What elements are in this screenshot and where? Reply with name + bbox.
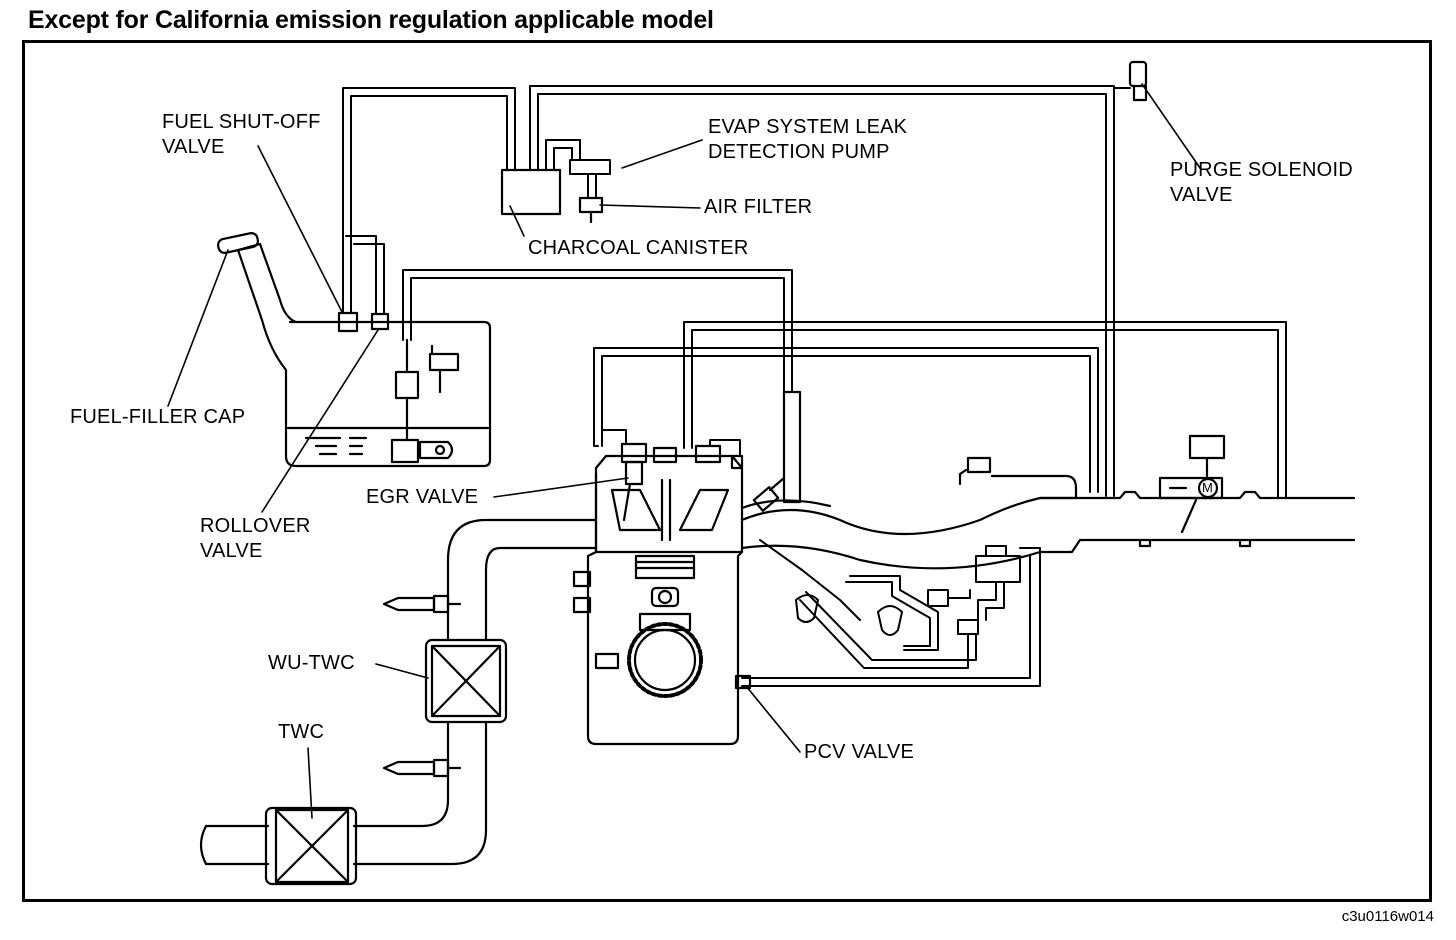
label-pcv-valve: PCV VALVE (804, 741, 914, 763)
fuel-pump-unit (390, 338, 460, 464)
egr-solenoid-line (752, 390, 802, 512)
leader-lines (167, 83, 1201, 819)
oxygen-sensors (382, 594, 462, 778)
intake-duct (740, 456, 1356, 570)
vacuum-solenoids (741, 539, 1041, 687)
figure-code: c3u0116w014 (1341, 908, 1434, 925)
exhaust-system (199, 518, 598, 866)
engine-top-hoses (593, 321, 1287, 499)
label-fuel-shutoff-valve-line1: FUEL SHUT-OFF (162, 111, 321, 133)
label-air-filter: AIR FILTER (704, 196, 813, 218)
label-twc: TWC (278, 721, 325, 743)
throttle-motor (1158, 434, 1226, 534)
evap-leak-detection-pump (545, 139, 611, 199)
fuel-filler-cap (216, 232, 260, 254)
motor-symbol-label: M (1202, 480, 1214, 495)
label-purge-solenoid-valve-line1: PURGE SOLENOID (1170, 159, 1353, 181)
purge-solenoid-valve (1128, 60, 1148, 102)
label-charcoal-canister: CHARCOAL CANISTER (528, 237, 749, 259)
air-filter (578, 196, 604, 224)
label-fuel-shutoff-valve-line2: VALVE (162, 136, 225, 158)
label-fuel-filler-cap: FUEL-FILLER CAP (70, 406, 246, 428)
fuel-tank (236, 242, 492, 468)
rollover-valve (370, 312, 390, 331)
fuel-shutoff-valve (337, 311, 359, 333)
twc-converter (264, 806, 358, 886)
label-purge-solenoid-valve-line2: VALVE (1170, 184, 1233, 206)
wu-twc-converter (424, 638, 508, 724)
vapor-hoses (342, 85, 1131, 497)
label-evap-pump-line1: EVAP SYSTEM LEAK (708, 116, 908, 138)
label-egr-valve: EGR VALVE (366, 486, 479, 508)
label-rollover-valve-line2: VALVE (200, 540, 263, 562)
label-wu-twc: WU-TWC (268, 652, 355, 674)
label-evap-pump-line2: DETECTION PUMP (708, 141, 890, 163)
label-rollover-valve-line1: ROLLOVER (200, 515, 311, 537)
egr-valve (622, 460, 644, 522)
pcv-valve (734, 674, 752, 690)
engine-block (572, 454, 744, 746)
charcoal-canister (500, 168, 562, 216)
diagram-frame (22, 40, 1432, 902)
diagram-title: Except for California emission regulatio… (28, 6, 714, 34)
